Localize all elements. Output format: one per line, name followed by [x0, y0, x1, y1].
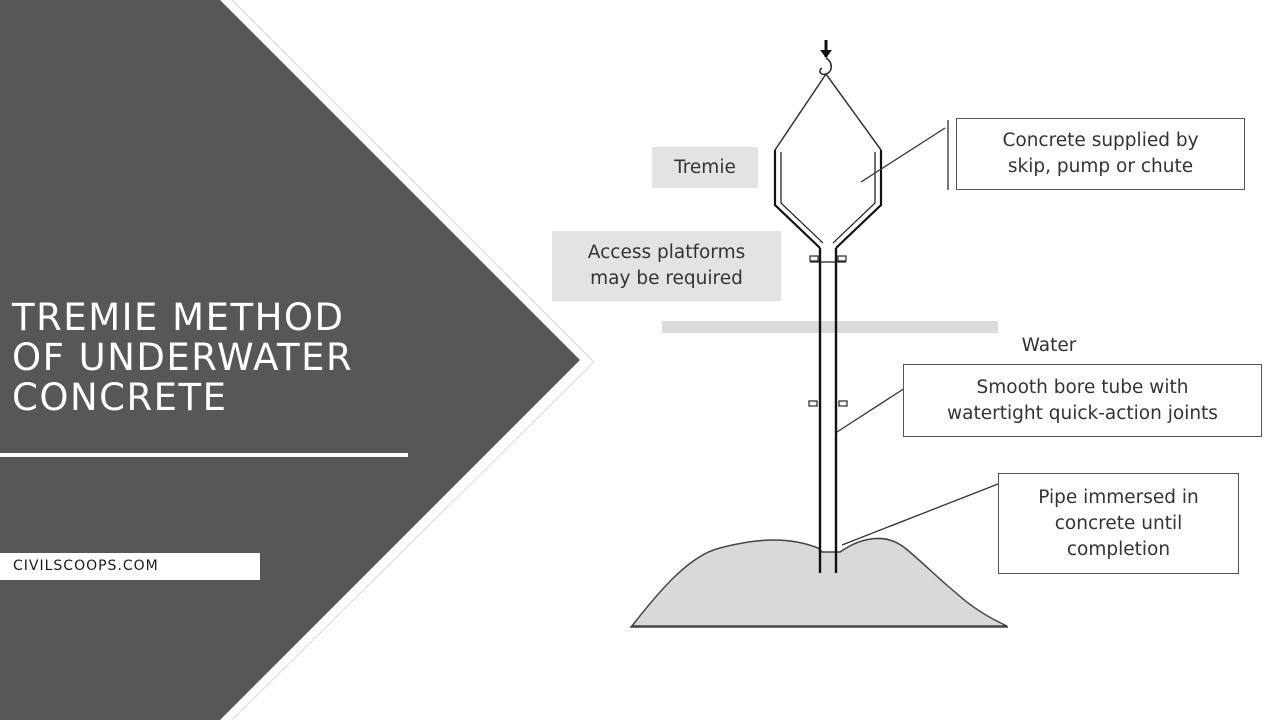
label-pipe-line-2: concrete until [1054, 512, 1183, 534]
label-access-platforms: Access platforms may be required [552, 231, 781, 301]
label-access-line-2: may be required [590, 268, 743, 289]
hopper-wall-left-inner [780, 152, 824, 244]
label-pipe-line-3: completion [1066, 538, 1171, 560]
label-tremie: Tremie [652, 147, 758, 188]
page-title: TREMIE METHOD OF UNDERWATER CONCRETE [12, 298, 412, 418]
hook-icon [819, 57, 832, 76]
label-access-line-1: Access platforms [587, 242, 746, 263]
label-pipe-immersed: Pipe immersed in concrete until completi… [998, 473, 1239, 574]
label-supply-line-1: Concrete supplied by [1002, 130, 1199, 151]
label-concrete-supply: Concrete supplied by skip, pump or chute [956, 118, 1245, 190]
tube-joint-upper [809, 255, 847, 263]
title-line-2: OF UNDERWATER [12, 336, 354, 379]
site-badge: CIVILSCOOPS.COM [0, 553, 260, 580]
title-line-1: TREMIE METHOD [12, 296, 345, 339]
label-tremie-text: Tremie [674, 156, 736, 178]
label-water: Water [1008, 332, 1090, 360]
label-tube-line-1: Smooth bore tube with [976, 376, 1189, 398]
leader-tube [836, 387, 906, 433]
panel-shape [0, 0, 580, 720]
label-water-text: Water [1021, 335, 1077, 356]
title-line-3: CONCRETE [12, 376, 228, 419]
concrete-mound [630, 537, 1008, 627]
panel-edge-outline [231, 0, 595, 720]
hopper-wall-right [835, 150, 883, 249]
label-tube-line-2: watertight quick-action joints [947, 402, 1218, 424]
title-underline [0, 453, 408, 457]
hopper-sling [774, 72, 882, 151]
leader-pipe [841, 483, 999, 546]
label-supply-line-2: skip, pump or chute [1007, 156, 1194, 177]
hopper-wall-left [773, 150, 821, 249]
label-pipe-line-1: Pipe immersed in [1038, 486, 1199, 508]
label-smooth-bore-tube: Smooth bore tube with watertight quick-a… [903, 364, 1262, 437]
leader-supply [860, 127, 946, 183]
water-surface [662, 321, 998, 333]
hopper-wall-right-inner [832, 152, 876, 244]
tube-joint-lower [808, 400, 848, 407]
hook-arrow-icon [820, 50, 832, 58]
